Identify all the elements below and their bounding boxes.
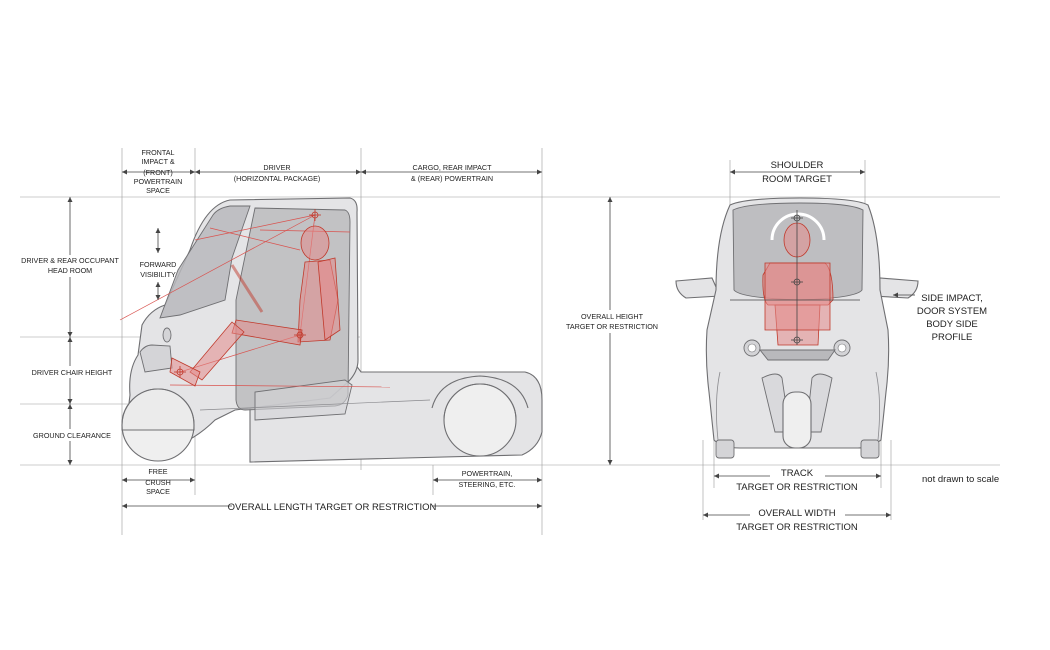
forward-visibility-line-2: VISIBILITY bbox=[140, 270, 176, 279]
driver-line-2: (HORIZONTAL PACKAGE) bbox=[234, 174, 321, 183]
front-view-occupant bbox=[730, 210, 860, 346]
label-track: TRACK TARGET OR RESTRICTION bbox=[736, 467, 858, 493]
label-cargo: CARGO, REAR IMPACT & (REAR) POWERTRAIN bbox=[411, 163, 493, 183]
label-side-impact: SIDE IMPACT, DOOR SYSTEM BODY SIDE PROFI… bbox=[917, 293, 987, 343]
label-ground-clearance: GROUND CLEARANCE bbox=[30, 429, 114, 441]
side-impact-line-1: SIDE IMPACT, bbox=[921, 293, 983, 304]
ground-clearance-text: GROUND CLEARANCE bbox=[33, 431, 111, 440]
label-overall-height: OVERALL HEIGHT TARGET OR RESTRICTION bbox=[566, 312, 658, 331]
head-room-line-2: HEAD ROOM bbox=[48, 266, 92, 275]
crush-space-line-2: CRUSH bbox=[145, 478, 171, 487]
label-overall-width: OVERALL WIDTH TARGET OR RESTRICTION bbox=[736, 506, 858, 533]
frontal-impact-line-5: SPACE bbox=[146, 186, 170, 195]
driver-line-1: DRIVER bbox=[263, 163, 290, 172]
frontal-impact-line-2: IMPACT & bbox=[141, 157, 174, 166]
crush-space-line-3: SPACE bbox=[146, 487, 170, 496]
scale-note: not drawn to scale bbox=[922, 474, 999, 485]
side-impact-line-2: DOOR SYSTEM bbox=[917, 306, 987, 317]
cargo-line-1: CARGO, REAR IMPACT bbox=[413, 163, 493, 172]
side-impact-line-3: BODY SIDE bbox=[926, 319, 978, 330]
frontal-impact-line-1: FRONTAL bbox=[141, 148, 174, 157]
crush-space-line-1: FREE bbox=[148, 467, 167, 476]
label-crush-space: FREE CRUSH SPACE bbox=[145, 467, 171, 496]
cargo-line-2: & (REAR) POWERTRAIN bbox=[411, 174, 493, 183]
overall-length-text: OVERALL LENGTH TARGET OR RESTRICTION bbox=[228, 502, 437, 513]
label-driver: DRIVER (HORIZONTAL PACKAGE) bbox=[234, 163, 321, 183]
overall-width-line-2: TARGET OR RESTRICTION bbox=[736, 522, 858, 533]
overall-height-line-2: TARGET OR RESTRICTION bbox=[566, 322, 658, 331]
label-overall-length: OVERALL LENGTH TARGET OR RESTRICTION bbox=[228, 502, 437, 513]
label-powertrain-steering: POWERTRAIN, STEERING, ETC. bbox=[458, 469, 515, 489]
shoulder-room-line-1: SHOULDER bbox=[771, 160, 824, 171]
powertrain-line-2: STEERING, ETC. bbox=[458, 480, 515, 489]
track-line-1: TRACK bbox=[781, 468, 814, 479]
forward-visibility-line-1: FORWARD bbox=[140, 260, 177, 269]
label-head-room: DRIVER & REAR OCCUPANT HEAD ROOM bbox=[21, 255, 119, 277]
track-line-2: TARGET OR RESTRICTION bbox=[736, 482, 858, 493]
label-frontal-impact: FRONTAL IMPACT & (FRONT) POWERTRAIN SPAC… bbox=[134, 148, 183, 195]
overall-height-line-1: OVERALL HEIGHT bbox=[581, 312, 644, 321]
frontal-impact-line-3: (FRONT) bbox=[143, 168, 173, 177]
label-chair-height: DRIVER CHAIR HEIGHT bbox=[28, 366, 116, 378]
powertrain-line-1: POWERTRAIN, bbox=[462, 469, 513, 478]
side-impact-line-4: PROFILE bbox=[932, 332, 973, 343]
label-forward-visibility: FORWARD VISIBILITY bbox=[140, 260, 177, 279]
frontal-impact-line-4: POWERTRAIN bbox=[134, 177, 183, 186]
overall-width-line-1: OVERALL WIDTH bbox=[758, 508, 835, 519]
head-room-line-1: DRIVER & REAR OCCUPANT bbox=[21, 256, 119, 265]
label-shoulder-room: SHOULDER ROOM TARGET bbox=[762, 160, 832, 185]
shoulder-room-line-2: ROOM TARGET bbox=[762, 174, 832, 185]
chair-height-text: DRIVER CHAIR HEIGHT bbox=[32, 368, 113, 377]
side-view-occupant bbox=[119, 209, 391, 388]
